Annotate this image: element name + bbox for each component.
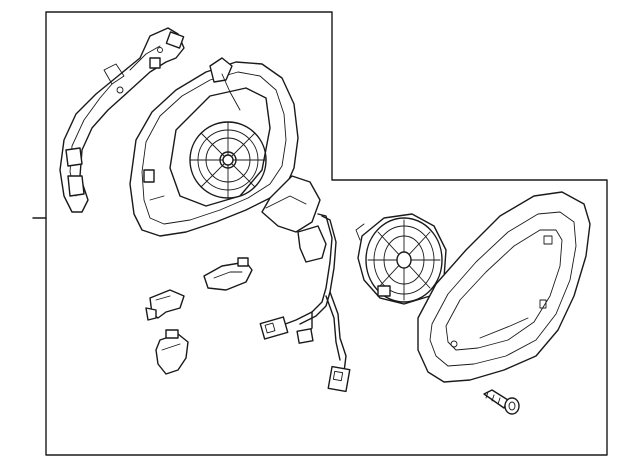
lamp-holder[interactable] [203,257,253,291]
mirror-assembly[interactable] [129,57,327,263]
frame-border [45,11,608,456]
trim-bracket[interactable] [59,27,185,213]
wire-harness[interactable] [259,213,351,393]
sensor[interactable] [155,329,189,375]
mirror-cover[interactable] [417,191,591,383]
screw[interactable] [483,389,520,415]
mounting-clip[interactable] [145,289,185,321]
